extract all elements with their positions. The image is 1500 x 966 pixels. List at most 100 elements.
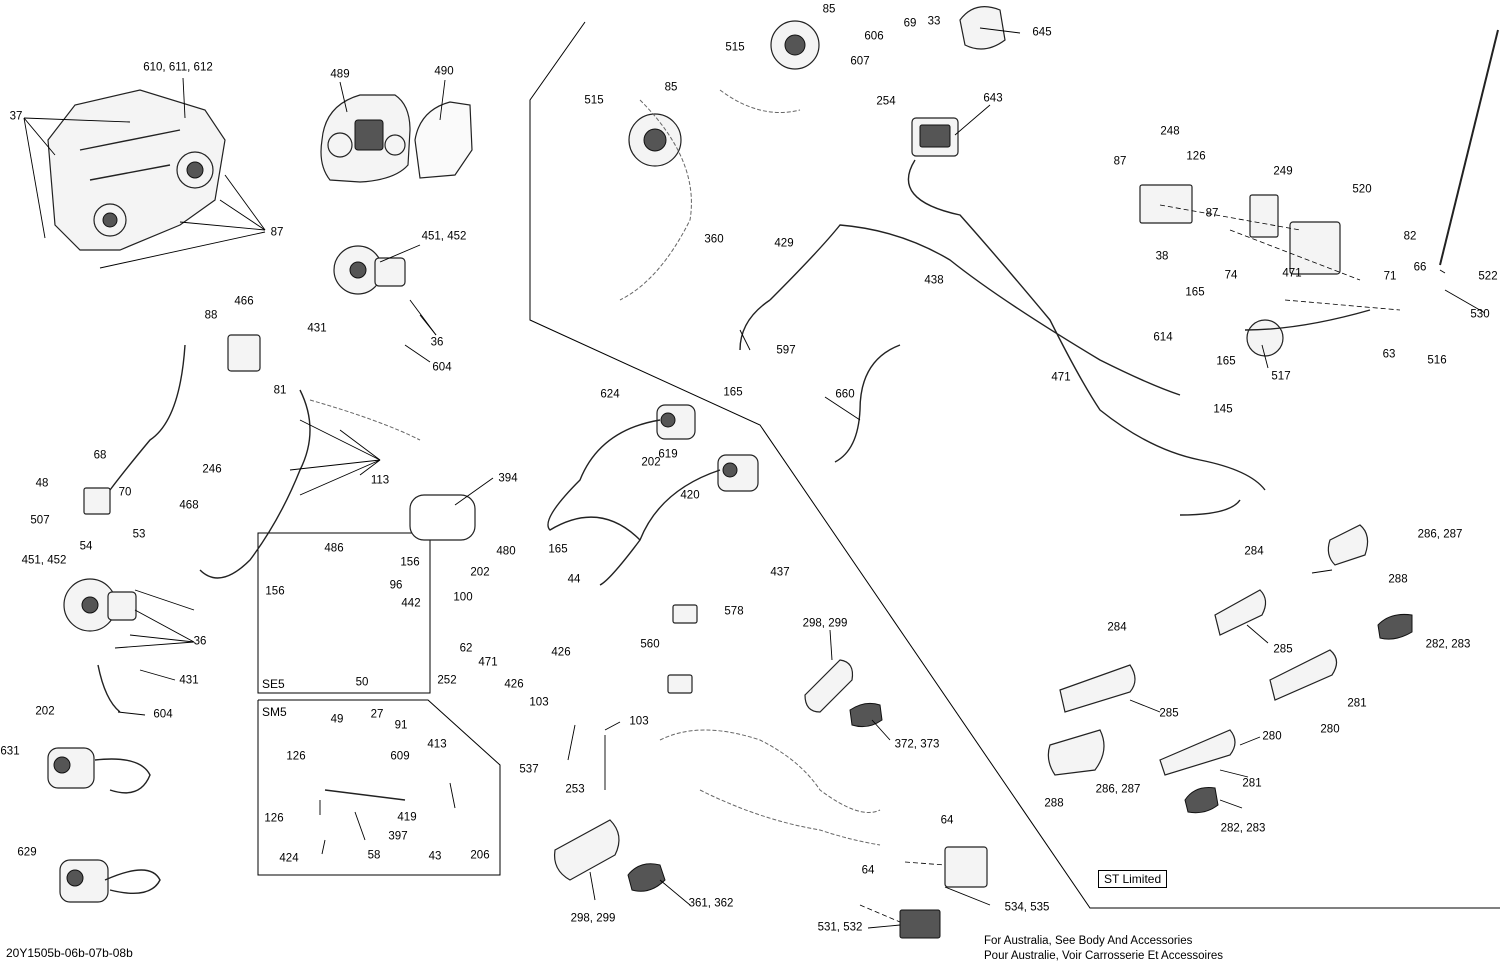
module-531 — [899, 909, 941, 939]
seal-394 — [409, 494, 476, 541]
module-466 — [227, 334, 261, 372]
part-callout: 426 — [551, 646, 571, 659]
part-callout: 298, 299 — [802, 617, 848, 630]
part-callout: 156 — [265, 585, 285, 598]
part-callout: 442 — [401, 597, 421, 610]
part-callout: 643 — [983, 92, 1003, 105]
part-callout: 288 — [1388, 573, 1408, 586]
sm5-inset-label: SM5 — [262, 705, 287, 719]
part-callout: 431 — [179, 674, 199, 687]
part-callout: 202 — [641, 456, 661, 469]
part-callout: 431 — [307, 322, 327, 335]
part-callout: 145 — [1213, 403, 1233, 416]
part-callout: 165 — [1185, 286, 1205, 299]
part-callout: 248 — [1160, 125, 1180, 138]
part-callout: 451, 452 — [21, 554, 67, 567]
part-callout: 360 — [704, 233, 724, 246]
part-callout: 165 — [548, 543, 568, 556]
part-callout: 606 — [864, 30, 884, 43]
part-callout: 471 — [1051, 371, 1071, 384]
part-callout: 71 — [1383, 270, 1397, 283]
signal-280-lower — [1159, 729, 1236, 776]
note-line-1: For Australia, See Body And Accessories — [984, 935, 1193, 947]
part-callout: 413 — [427, 738, 447, 751]
part-callout: 437 — [770, 566, 790, 579]
part-callout: 85 — [822, 3, 836, 16]
part-callout: 522 — [1478, 270, 1498, 283]
part-callout: 156 — [400, 556, 420, 569]
part-callout: 489 — [330, 68, 350, 81]
part-callout: 645 — [1032, 26, 1052, 39]
switch-624 — [656, 404, 696, 440]
speaker-upper — [770, 20, 820, 70]
part-callout: 619 — [658, 448, 678, 461]
part-callout: 36 — [430, 336, 444, 349]
part-callout: 43 — [428, 850, 442, 863]
part-callout: 281 — [1242, 777, 1262, 790]
part-callout: 38 — [1155, 250, 1169, 263]
part-callout: 64 — [861, 864, 875, 877]
motor-upper — [333, 245, 406, 295]
part-callout: 103 — [629, 715, 649, 728]
part-callout: 33 — [927, 15, 941, 28]
part-callout: 63 — [1382, 348, 1396, 361]
cluster-lens — [414, 101, 473, 179]
part-callout: 515 — [584, 94, 604, 107]
signal-372 — [849, 702, 883, 728]
part-callout: 530 — [1470, 308, 1490, 321]
part-callout: 286, 287 — [1095, 783, 1141, 796]
part-callout: 74 — [1224, 269, 1238, 282]
st-limited-label: ST Limited — [1098, 870, 1168, 888]
part-callout: 37 — [9, 110, 23, 123]
part-callout: 58 — [367, 849, 381, 862]
part-callout: 54 — [79, 540, 93, 553]
part-callout: 372, 373 — [894, 738, 940, 751]
part-callout: 607 — [850, 55, 870, 68]
part-callout: 426 — [504, 678, 524, 691]
horn-517 — [1246, 319, 1284, 357]
signal-284-lower — [1059, 664, 1136, 713]
signal-298-lower — [553, 819, 620, 881]
part-callout: 624 — [600, 388, 620, 401]
part-callout: 490 — [434, 65, 454, 78]
part-callout: 286, 287 — [1417, 528, 1463, 541]
part-callout: 126 — [286, 750, 306, 763]
part-callout: 87 — [1113, 155, 1127, 168]
part-callout: 517 — [1271, 370, 1291, 383]
part-callout: 202 — [35, 705, 55, 718]
part-callout: 534, 535 — [1004, 901, 1050, 914]
signal-280-upper — [1269, 649, 1338, 701]
part-callout: 394 — [498, 472, 518, 485]
part-callout: 27 — [370, 708, 384, 721]
part-callout: 126 — [264, 812, 284, 825]
part-callout: 113 — [370, 474, 390, 487]
part-callout: 280 — [1320, 723, 1340, 736]
ecu-520 — [1289, 221, 1341, 275]
speaker-lower — [628, 113, 682, 167]
part-callout: 468 — [179, 499, 199, 512]
part-callout: 420 — [680, 489, 700, 502]
signal-286-upper — [1327, 524, 1369, 566]
switch-631 — [47, 747, 95, 789]
part-callout: 537 — [519, 763, 539, 776]
part-callout: 520 — [1352, 183, 1372, 196]
part-callout: 631 — [0, 745, 20, 758]
part-callout: 429 — [774, 237, 794, 250]
part-callout: 254 — [876, 95, 896, 108]
signal-298 — [804, 659, 854, 713]
signal-284-upper — [1214, 589, 1267, 636]
connector-507 — [83, 487, 111, 515]
part-callout: 451, 452 — [421, 230, 467, 243]
part-callout: 578 — [724, 605, 744, 618]
part-callout: 660 — [835, 388, 855, 401]
part-callout: 284 — [1244, 545, 1264, 558]
part-callout: 614 — [1153, 331, 1173, 344]
part-callout: 50 — [355, 676, 369, 689]
part-callout: 88 — [204, 309, 218, 322]
display-screen — [919, 124, 951, 148]
part-callout: 288 — [1044, 797, 1064, 810]
antenna-522 — [1439, 29, 1499, 266]
part-callout: 282, 283 — [1425, 638, 1471, 651]
instrument-cluster — [320, 94, 411, 183]
part-callout: 361, 362 — [688, 897, 734, 910]
